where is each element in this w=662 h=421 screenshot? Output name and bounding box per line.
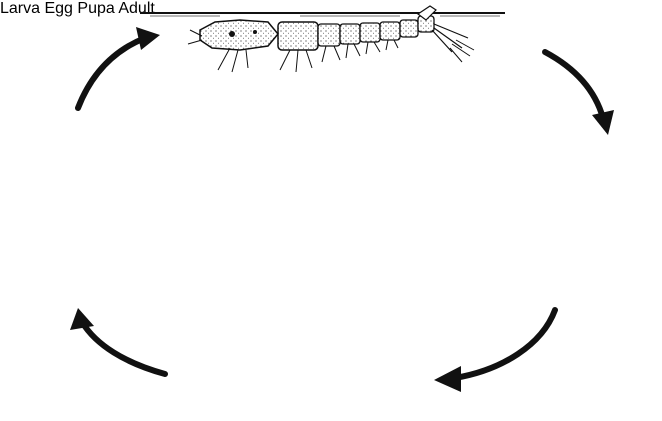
arrow-adult-to-egg — [70, 308, 165, 374]
water-surface-line — [140, 13, 505, 16]
arrow-larva-to-pupa — [545, 52, 614, 135]
arrow-pupa-to-adult — [434, 310, 555, 392]
arrow-egg-to-larva — [78, 27, 160, 108]
larva-illustration — [140, 6, 505, 72]
